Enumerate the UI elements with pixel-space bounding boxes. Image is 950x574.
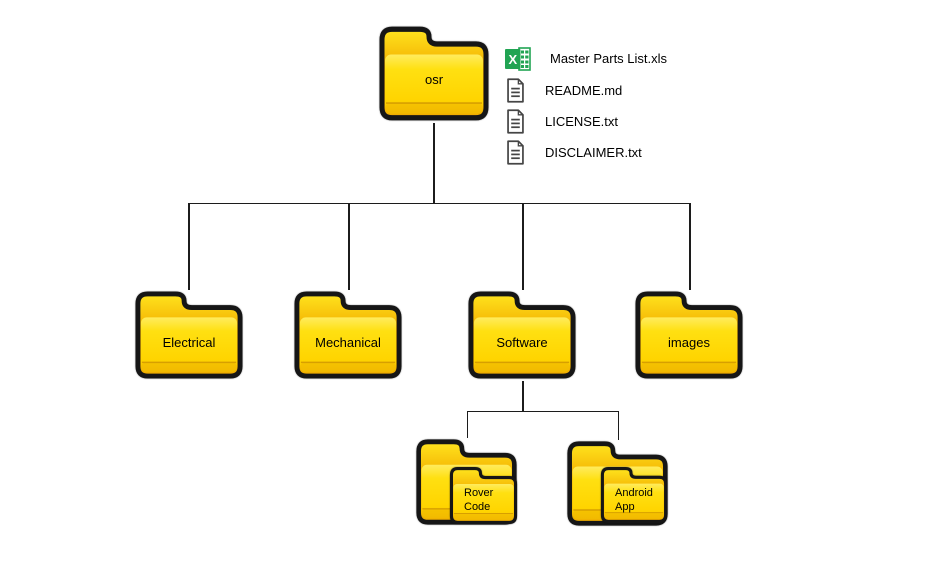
file-row-master-parts-list[interactable]: X Master Parts List.xls [505,46,667,71]
file-name: README.md [545,82,623,98]
connector-android-drop [617,411,619,440]
nested-folder-icon: Rover Code [449,466,518,525]
text-file-icon [507,109,524,134]
connector-electrical-drop [188,203,190,290]
file-row-disclaimer[interactable]: DISCLAIMER.txt [505,140,642,165]
file-name: DISCLAIMER.txt [545,145,642,160]
folder-label: Mechanical [315,335,381,350]
folder-label: osr [424,72,444,87]
folder-label: Rover Code [464,487,493,514]
connector-level1-rail [188,202,690,204]
folder-rover-code[interactable]: Rover Code [415,438,518,526]
connector-software-down [522,381,524,411]
folder-mechanical[interactable]: Mechanical [293,290,403,380]
folder-images[interactable]: images [634,290,744,380]
connector-root-drop [433,123,435,203]
folder-label-line: App [615,500,635,513]
svg-text:X: X [508,51,517,66]
folder-label: Electrical [162,335,216,350]
folder-software[interactable]: Software [467,290,577,380]
file-row-readme[interactable]: README.md [505,77,623,103]
file-row-license[interactable]: LICENSE.txt [505,109,618,134]
text-file-icon [507,140,524,165]
connector-software-drop [522,203,524,290]
folder-label-line: Code [464,500,491,513]
folder-android-app[interactable]: Android App [566,440,669,527]
folder-label: Android App [615,487,653,514]
connector-level2-rail [466,410,619,412]
folder-label: Software [496,335,548,350]
connector-rover-drop [466,411,468,438]
folder-label-line: Rover [464,487,494,499]
file-name: Master Parts List.xls [550,51,668,66]
connector-mechanical-drop [348,203,350,290]
folder-electrical[interactable]: Electrical [134,290,244,380]
nested-folder-icon: Android App [600,466,668,524]
excel-file-icon: X [505,46,531,71]
folder-osr[interactable]: osr [378,25,490,122]
text-file-icon [507,77,524,103]
file-name: LICENSE.txt [545,114,618,129]
folder-label: images [668,335,710,350]
folder-label-line: Android [615,487,653,499]
connector-images-drop [689,203,691,290]
